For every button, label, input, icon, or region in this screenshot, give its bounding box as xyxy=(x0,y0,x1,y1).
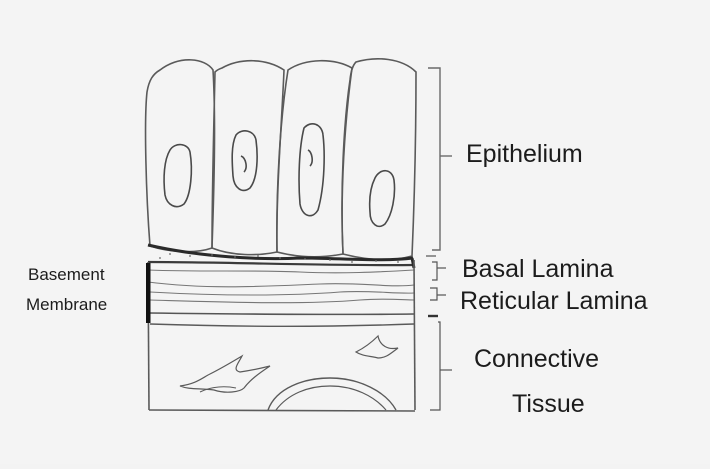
label-epithelium: Epithelium xyxy=(466,142,583,167)
label-basal-lamina: Basal Lamina xyxy=(462,257,613,282)
label-connective: Connective xyxy=(474,347,599,372)
label-membrane: Membrane xyxy=(26,296,107,313)
label-reticular-lamina: Reticular Lamina xyxy=(460,289,648,314)
right-edge xyxy=(414,260,415,410)
bottom-edge xyxy=(149,410,415,411)
label-tissue: Tissue xyxy=(512,392,585,417)
basement-membrane-bar xyxy=(146,263,151,323)
label-basement: Basement xyxy=(28,266,105,283)
